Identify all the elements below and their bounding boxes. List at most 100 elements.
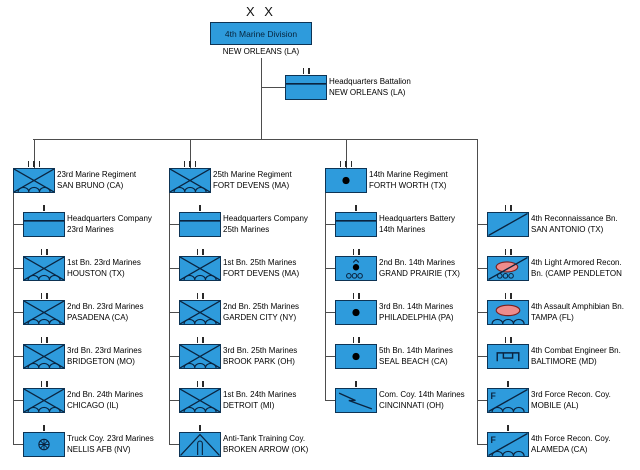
unit-symbol-box xyxy=(23,432,65,457)
unit-label-line2: CHICAGO (IL) xyxy=(67,401,119,410)
unit-symbol-box xyxy=(335,212,377,237)
unit-symbol-box xyxy=(487,256,529,281)
connector-line xyxy=(169,400,179,401)
unit-label-line1: 14th Marine Regiment xyxy=(369,170,448,179)
unit-label-line1: Truck Coy. 23rd Marines xyxy=(67,434,154,443)
unit-label-line1: 1st Bn. 23rd Marines xyxy=(67,258,141,267)
echelon-tick xyxy=(507,381,509,387)
echelon-tick xyxy=(199,205,201,211)
unit-label-line2: DETROIT (MI) xyxy=(223,401,275,410)
unit-label-line1: 2nd Bn. 24th Marines xyxy=(67,390,144,399)
echelon-marks xyxy=(352,337,360,343)
connector-line xyxy=(13,356,23,357)
connector-line xyxy=(477,224,487,225)
unit-label-line2: BROKEN ARROW (OK) xyxy=(223,445,309,454)
svg-text:F: F xyxy=(491,391,497,401)
unit-label-line2: BROOK PARK (OH) xyxy=(223,357,295,366)
unit-label-line2: NELLIS AFB (NV) xyxy=(67,445,131,454)
unit-label-line1: 1st Bn. 25th Marines xyxy=(223,258,297,267)
connector-line xyxy=(169,356,179,357)
echelon-tick xyxy=(510,205,512,211)
unit-label-line2: PASADENA (CA) xyxy=(67,313,129,322)
unit-label-line2: ALAMEDA (CA) xyxy=(531,445,588,454)
unit-label-line1: Headquarters Company xyxy=(67,214,152,223)
unit-symbol-box xyxy=(179,212,221,237)
echelon-marks xyxy=(40,293,48,299)
echelon-tick xyxy=(202,293,204,299)
echelon-tick xyxy=(40,249,42,255)
unit-symbol-box xyxy=(335,388,377,413)
unit-label-line2: FORT DEVENS (MA) xyxy=(223,269,300,278)
unit-symbol-box xyxy=(23,256,65,281)
echelon-tick xyxy=(504,205,506,211)
unit-symbol-box xyxy=(23,300,65,325)
unit-label-line1: 2nd Bn. 25th Marines xyxy=(223,302,300,311)
echelon-tick xyxy=(40,293,42,299)
echelon-marks xyxy=(504,337,512,343)
connector-line xyxy=(477,400,487,401)
unit-symbol-box xyxy=(487,344,529,369)
echelon-marks xyxy=(504,293,512,299)
connector-line xyxy=(13,224,23,225)
connector-line xyxy=(169,224,179,225)
division-echelon-marks: X X xyxy=(246,4,276,19)
echelon-tick xyxy=(43,205,45,211)
unit-label-line1: Anti-Tank Training Coy. xyxy=(223,434,306,443)
echelon-tick xyxy=(46,249,48,255)
echelon-marks xyxy=(196,293,204,299)
unit-label-line2: GARDEN CITY (NY) xyxy=(223,313,297,322)
echelon-tick xyxy=(345,161,347,167)
echelon-tick xyxy=(510,249,512,255)
unit-symbol-box xyxy=(335,300,377,325)
unit-label: Anti-Tank Training Coy. BROKEN ARROW (OK) xyxy=(223,433,308,455)
echelon-marks xyxy=(507,381,509,387)
unit-symbol-box xyxy=(23,212,65,237)
connector-line xyxy=(477,356,487,357)
echelon-tick xyxy=(350,161,353,167)
unit-symbol-box xyxy=(179,388,221,413)
echelon-marks xyxy=(43,205,45,211)
unit-label: 4th Reconnaissance Bn.SAN ANTONIO (TX) xyxy=(531,213,618,235)
echelon-tick xyxy=(196,337,198,343)
connector-line xyxy=(169,444,179,445)
echelon-tick xyxy=(196,293,198,299)
unit-label-line2: CINCINNATI (OH) xyxy=(379,401,444,410)
connector-line xyxy=(13,268,23,269)
division-name: 4th Marine Division xyxy=(224,28,298,39)
echelon-tick xyxy=(189,161,191,167)
echelon-marks xyxy=(507,425,509,431)
echelon-tick xyxy=(43,425,45,431)
division-location: NEW ORLEANS (LA) xyxy=(222,47,300,56)
svg-text:F: F xyxy=(491,435,497,445)
echelon-tick xyxy=(510,293,512,299)
echelon-tick xyxy=(194,161,197,167)
connector-line xyxy=(345,139,347,168)
echelon-tick xyxy=(507,425,509,431)
unit-label-line2: SAN BRUNO (CA) xyxy=(57,181,124,190)
unit-label-line1: 2nd Bn. 23rd Marines xyxy=(67,302,144,311)
unit-label-line2: BALTIMORE (MD) xyxy=(531,357,597,366)
unit-label-line2: SEAL BEACH (CA) xyxy=(379,357,448,366)
echelon-tick xyxy=(202,381,204,387)
connector-line xyxy=(33,139,35,168)
echelon-marks xyxy=(352,249,360,255)
unit-label-line2: 25th Marines xyxy=(223,225,270,234)
echelon-tick xyxy=(358,249,360,255)
connector-line xyxy=(33,139,478,140)
echelon-marks xyxy=(339,161,353,167)
echelon-tick xyxy=(504,249,506,255)
unit-symbol-box xyxy=(23,388,65,413)
echelon-marks xyxy=(199,425,201,431)
unit-label-line2: PHILADELPHIA (PA) xyxy=(379,313,454,322)
unit-label: 4th Light Armored Recon.Bn. (CAMP PENDLE… xyxy=(531,257,622,279)
connector-line xyxy=(169,193,170,445)
